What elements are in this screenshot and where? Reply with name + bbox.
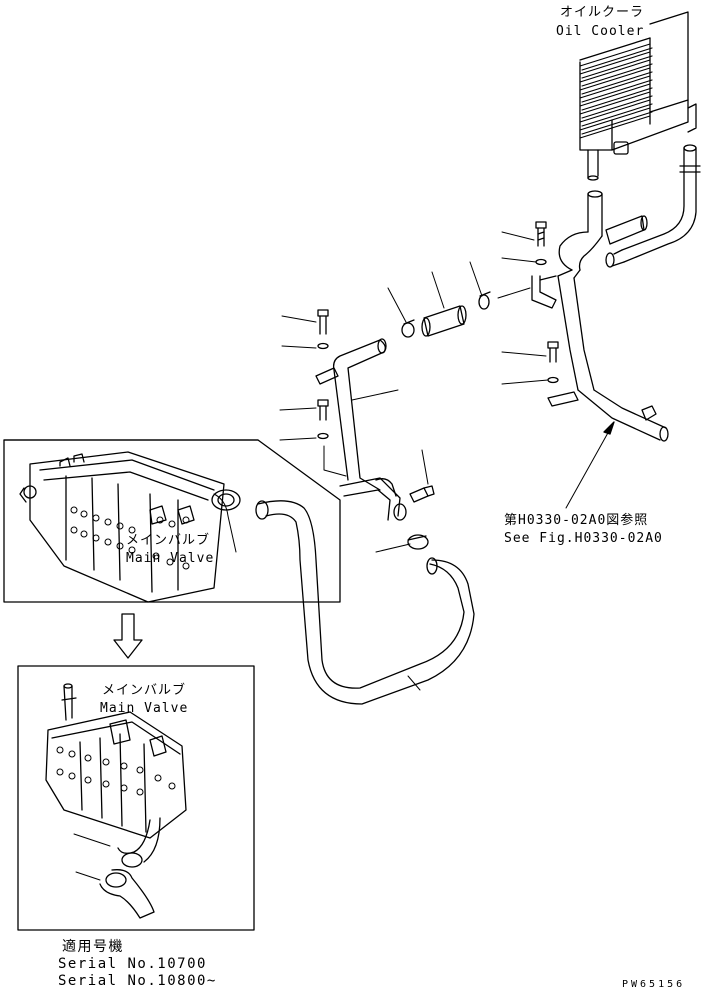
hose-short (421, 305, 467, 337)
lower-detail-frame (17, 665, 255, 931)
reference-label-jp: 第H0330-02A0図参照 (504, 513, 649, 528)
cooler-pipes (547, 144, 701, 442)
bolt-left-top (317, 309, 329, 350)
serial-heading: 適用号機 (62, 939, 124, 955)
fitting-small (375, 478, 397, 497)
main-valve-upper-label-en: Main Valve (126, 551, 215, 566)
steel-pipe (315, 338, 435, 521)
main-valve-lower-label-en: Main Valve (100, 701, 189, 716)
main-valve-upper (19, 451, 241, 603)
serial-line-2: Serial No.10800~ (58, 973, 217, 989)
main-valve-lower (45, 683, 187, 919)
down-arrow (113, 613, 143, 659)
bolt-right-mid (547, 341, 559, 384)
oil-cooler (579, 11, 697, 181)
long-hose (255, 500, 475, 705)
clamp-2 (478, 291, 491, 310)
main-valve-upper-label-jp: メインバルブ (126, 533, 211, 548)
reference-arrow (565, 421, 615, 509)
main-valve-lower-label-jp: メインバルブ (102, 683, 187, 698)
oil-cooler-label-jp: オイルクーラ (560, 5, 645, 20)
leader-lines (73, 231, 549, 881)
drawing-code: PW65156 (622, 979, 686, 990)
serial-line-1: Serial No.10700 (58, 956, 207, 972)
bolt-left-mid (317, 399, 329, 440)
bolt-upper-right (531, 221, 557, 309)
clamp-1 (401, 319, 415, 338)
oil-cooler-label-en: Oil Cooler (556, 24, 645, 39)
clamp-3 (407, 534, 429, 550)
reference-label-en: See Fig.H0330-02A0 (504, 531, 663, 546)
upper-detail-frame (3, 439, 341, 603)
